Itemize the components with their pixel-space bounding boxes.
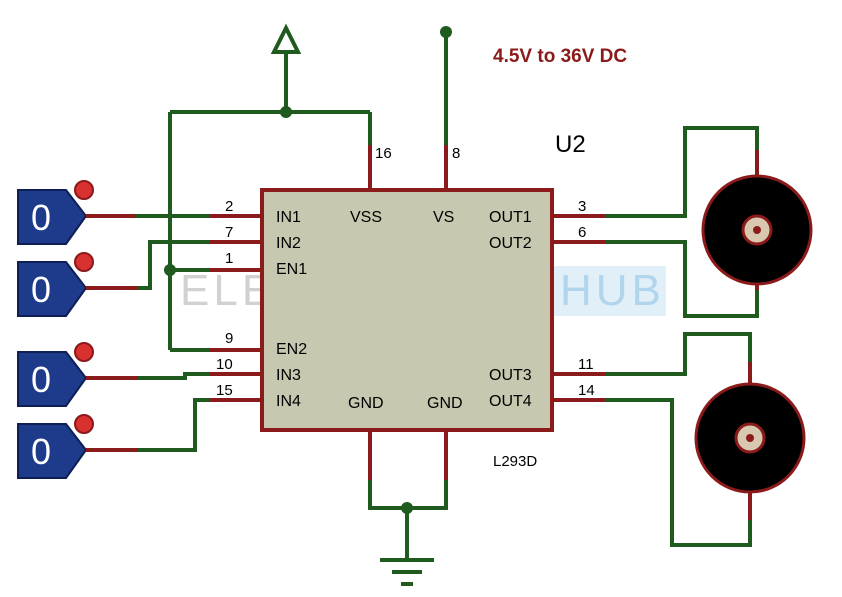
power-arrow-icon: [270, 23, 302, 54]
pin-label-out3: OUT3: [489, 367, 532, 384]
pin-number-vs: 8: [452, 145, 460, 162]
junction-dot: [164, 264, 176, 276]
logic-input-4[interactable]: 0: [17, 414, 138, 479]
pin-number-in1: 2: [225, 198, 233, 215]
pin-label-in1: IN1: [276, 209, 301, 226]
output-wiring: [605, 126, 759, 547]
pin-label-out4: OUT4: [489, 393, 532, 410]
input-wiring: [135, 214, 210, 452]
toggle-led-icon[interactable]: [74, 180, 94, 200]
logic-input-1[interactable]: 0: [17, 180, 135, 245]
dc-motor-2: [694, 382, 806, 494]
logic-value: 0: [31, 197, 51, 238]
pin-label-in3: IN3: [276, 367, 301, 384]
logic-input-3[interactable]: 0: [17, 342, 138, 407]
vs-supply: 4.5V to 36V DC: [440, 26, 627, 190]
pin-number-vss: 16: [375, 145, 392, 162]
logic-value: 0: [31, 431, 51, 472]
watermark-hub-box: [552, 266, 666, 316]
ground-net: [368, 430, 448, 586]
logic-input-2[interactable]: 0: [17, 252, 138, 317]
junction-dot: [401, 502, 413, 514]
pin-label-in2: IN2: [276, 235, 301, 252]
pin-number-out4: 14: [578, 382, 595, 399]
vss-supply: [170, 23, 372, 190]
supply-voltage-label: 4.5V to 36V DC: [493, 46, 627, 67]
pin-number-in2: 7: [225, 224, 233, 241]
pin-label-gnd-2: GND: [427, 395, 463, 412]
watermark-hub: HUB: [560, 266, 665, 315]
toggle-led-icon[interactable]: [74, 342, 94, 362]
pin-label-en2: EN2: [276, 341, 307, 358]
pin-label-vss: VSS: [350, 209, 382, 226]
toggle-led-icon[interactable]: [74, 252, 94, 272]
pin-label-out2: OUT2: [489, 235, 532, 252]
junction-dot: [280, 106, 292, 118]
ic-part-number: L293D: [493, 453, 537, 470]
pin-number-en1: 1: [225, 250, 233, 267]
ic-body: [260, 188, 554, 432]
ground-icon: [380, 558, 434, 586]
output-pins: [552, 214, 605, 402]
l293d-ic: U2 L293D IN1 IN2 EN1 EN2 IN3 IN4 VSS VS …: [216, 131, 595, 470]
pin-number-out1: 3: [578, 198, 586, 215]
pin-number-out2: 6: [578, 224, 586, 241]
enable-wiring: [164, 112, 262, 352]
pin-label-in4: IN4: [276, 393, 301, 410]
pin-label-en1: EN1: [276, 261, 307, 278]
logic-value: 0: [31, 359, 51, 400]
pin-label-gnd-1: GND: [348, 395, 384, 412]
ic-reference: U2: [555, 131, 586, 158]
pin-number-en2: 9: [225, 330, 233, 347]
pin-number-in3: 10: [216, 356, 233, 373]
pin-number-in4: 15: [216, 382, 233, 399]
pin-number-out3: 11: [578, 356, 594, 373]
dc-motor-1: [701, 174, 813, 286]
pin-label-vs: VS: [433, 209, 454, 226]
pin-label-out1: OUT1: [489, 209, 532, 226]
logic-value: 0: [31, 269, 51, 310]
input-pins: [210, 214, 262, 402]
toggle-led-icon[interactable]: [74, 414, 94, 434]
